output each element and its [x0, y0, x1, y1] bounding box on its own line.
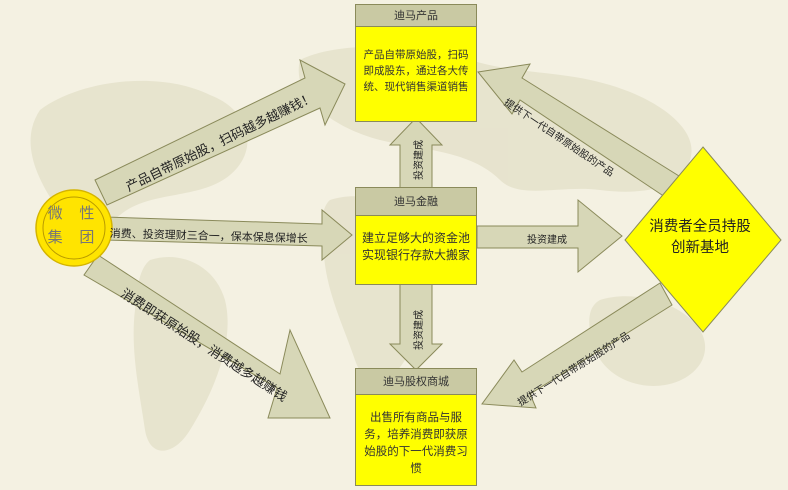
finance-box-title: 迪马金融 [356, 188, 476, 216]
arrow-diamond-to-product [477, 63, 680, 198]
arrow-label-finance-down: 投资建成 [414, 310, 425, 350]
arrow-finance-to-diamond [476, 198, 623, 274]
diamond-label-line1: 消费者全员持股 [649, 219, 751, 235]
arrow-finance-to-product [388, 117, 444, 191]
arrow-label-finance-right: 投资建成 [527, 235, 567, 246]
mall-box-title: 迪马股权商城 [356, 369, 476, 395]
circle-node-inner-ring [42, 196, 106, 260]
product-box-title: 迪马产品 [356, 5, 476, 27]
arrow-label-finance-up: 投资建成 [414, 140, 425, 180]
finance-box-body: 建立足够大的资金池 实现银行存款大搬家 [356, 216, 476, 264]
arrow-circle-to-product [94, 59, 346, 206]
mall-box: 迪马股权商城 出售所有商品与服务，培养消费即获原始股的下一代消费习惯 [355, 368, 477, 486]
circle-node-label: 微 性 集 团 [42, 201, 106, 249]
arrow-finance-to-mall [388, 282, 444, 371]
arrow-circle-to-finance [104, 208, 353, 262]
finance-box-line1: 建立足够大的资金池 [361, 231, 470, 245]
diamond-node-label: 消费者全员持股 创新基地 [620, 217, 780, 259]
diamond-node [624, 146, 782, 333]
mall-box-body: 出售所有商品与服务，培养消费即获原始股的下一代消费习惯 [364, 410, 468, 475]
product-box-body: 产品自带原始股，扫码即成股东，通过各大传统、现代销售渠道销售 [363, 49, 469, 93]
finance-box: 迪马金融 建立足够大的资金池 实现银行存款大搬家 [355, 187, 477, 285]
product-box: 迪马产品 产品自带原始股，扫码即成股东，通过各大传统、现代销售渠道销售 [355, 4, 477, 122]
arrow-diamond-to-mall [481, 282, 673, 409]
circle-label-line2: 集 团 [47, 228, 101, 246]
finance-box-line2: 实现银行存款大搬家 [361, 248, 470, 262]
diamond-label-line2: 创新基地 [671, 240, 729, 256]
circle-node [35, 189, 113, 267]
arrow-circle-to-mall [83, 254, 331, 419]
circle-label-line1: 微 性 [47, 204, 101, 222]
